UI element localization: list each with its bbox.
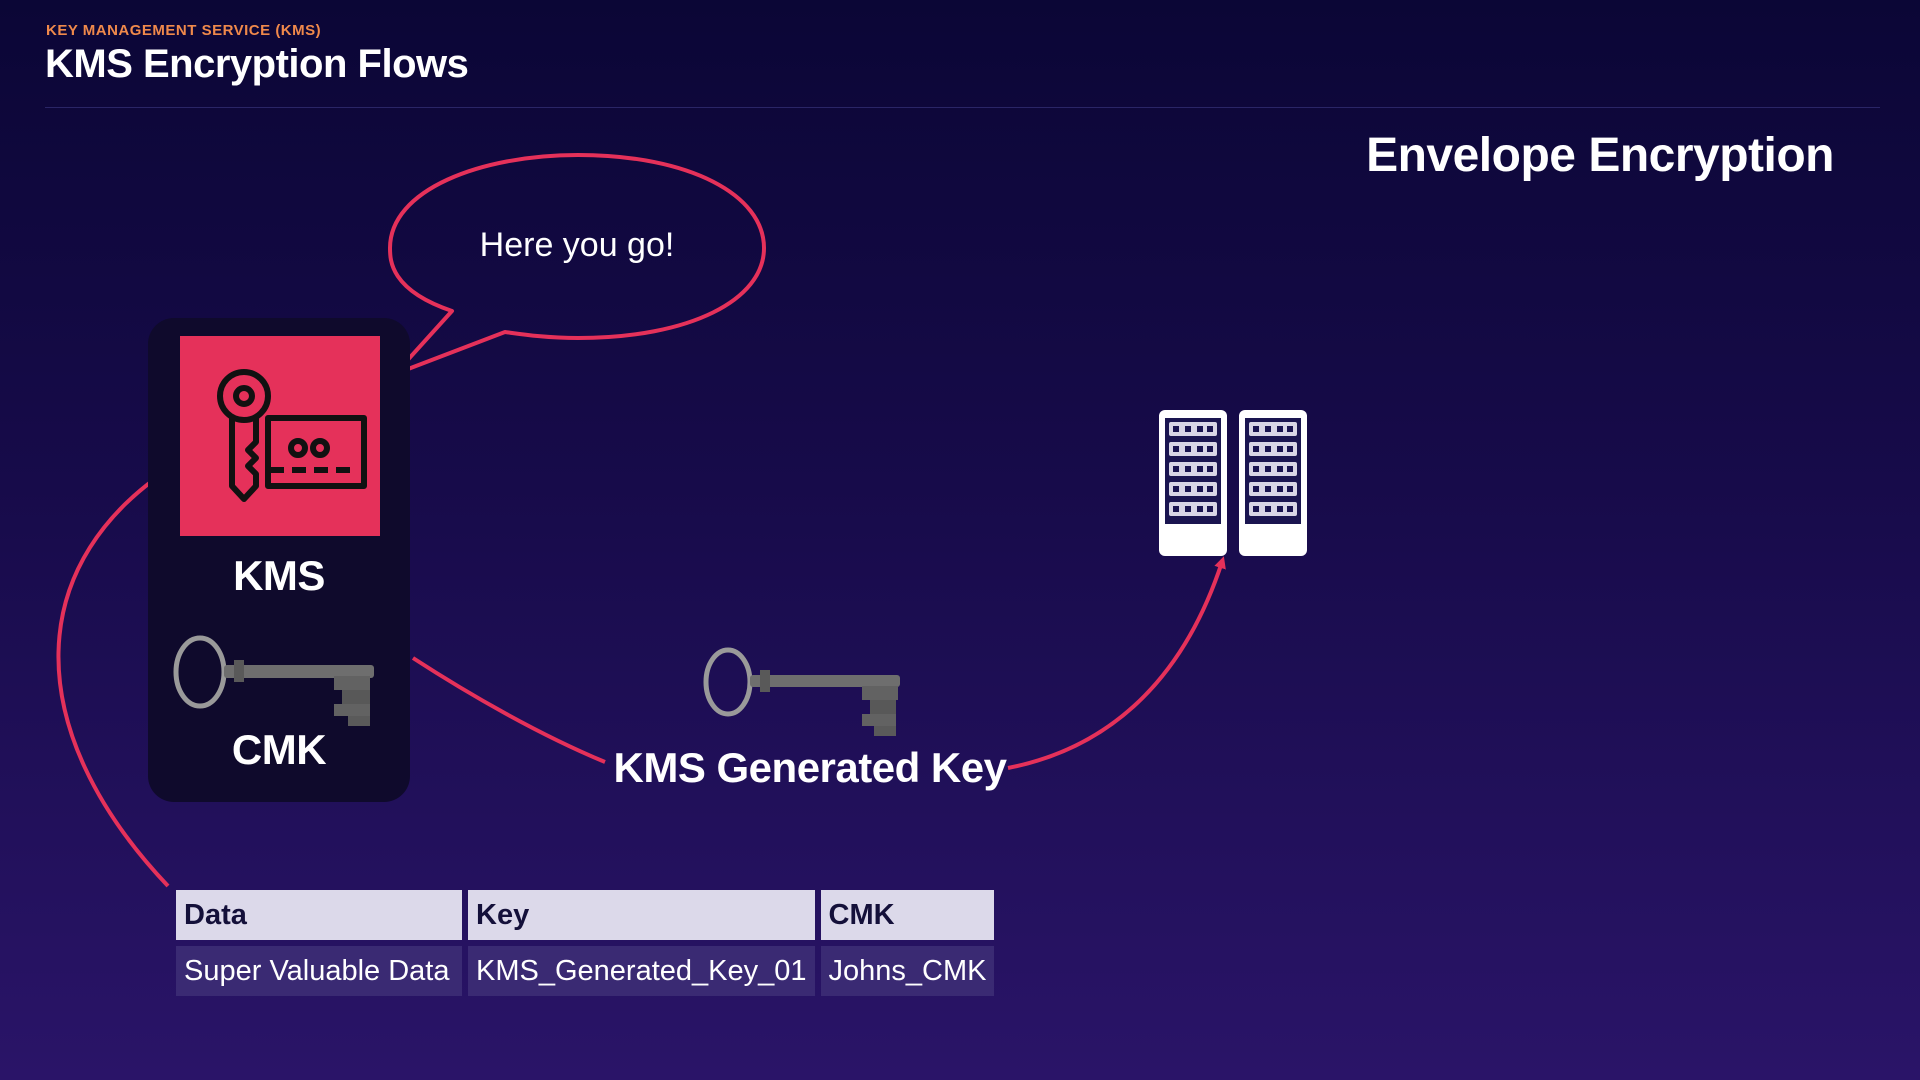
column-header-data: Data xyxy=(176,890,462,940)
speech-bubble-outline xyxy=(388,153,766,376)
section-eyebrow: KEY MANAGEMENT SERVICE (KMS) xyxy=(46,22,322,39)
cmk-label: CMK xyxy=(231,726,327,773)
server-rack-1 xyxy=(1159,410,1227,556)
cell-data: Super Valuable Data xyxy=(176,946,462,996)
kms-label: KMS xyxy=(233,552,325,599)
generated-key-to-servers-arrow xyxy=(1007,556,1226,770)
header-divider xyxy=(45,107,1880,108)
cell-cmk: Johns_CMK xyxy=(820,946,995,996)
server-rack-2 xyxy=(1239,410,1307,556)
section-title: Envelope Encryption xyxy=(1366,129,1834,182)
table-row: Super Valuable Data KMS_Generated_Key_01… xyxy=(176,946,995,996)
column-header-key: Key xyxy=(468,890,815,940)
key-mapping-table: Data Key CMK Super Valuable Data KMS_Gen… xyxy=(170,884,1000,1002)
cmk-to-generated-key-connector xyxy=(411,656,606,764)
cell-key: KMS_Generated_Key_01 xyxy=(468,946,815,996)
table-header-row: Data Key CMK xyxy=(176,890,995,940)
kms-service-tile xyxy=(180,336,380,536)
kms-key-card-icon xyxy=(217,369,367,502)
server-rack-icon xyxy=(1157,408,1309,563)
column-header-cmk: CMK xyxy=(820,890,995,940)
generated-key-icon xyxy=(700,642,920,747)
page-title: KMS Encryption Flows xyxy=(45,42,469,86)
generated-key-label: KMS Generated Key xyxy=(613,744,1007,791)
speech-bubble-text: Here you go! xyxy=(479,226,675,264)
cmk-key-icon xyxy=(172,632,392,737)
table-to-kms-connector xyxy=(56,460,182,888)
